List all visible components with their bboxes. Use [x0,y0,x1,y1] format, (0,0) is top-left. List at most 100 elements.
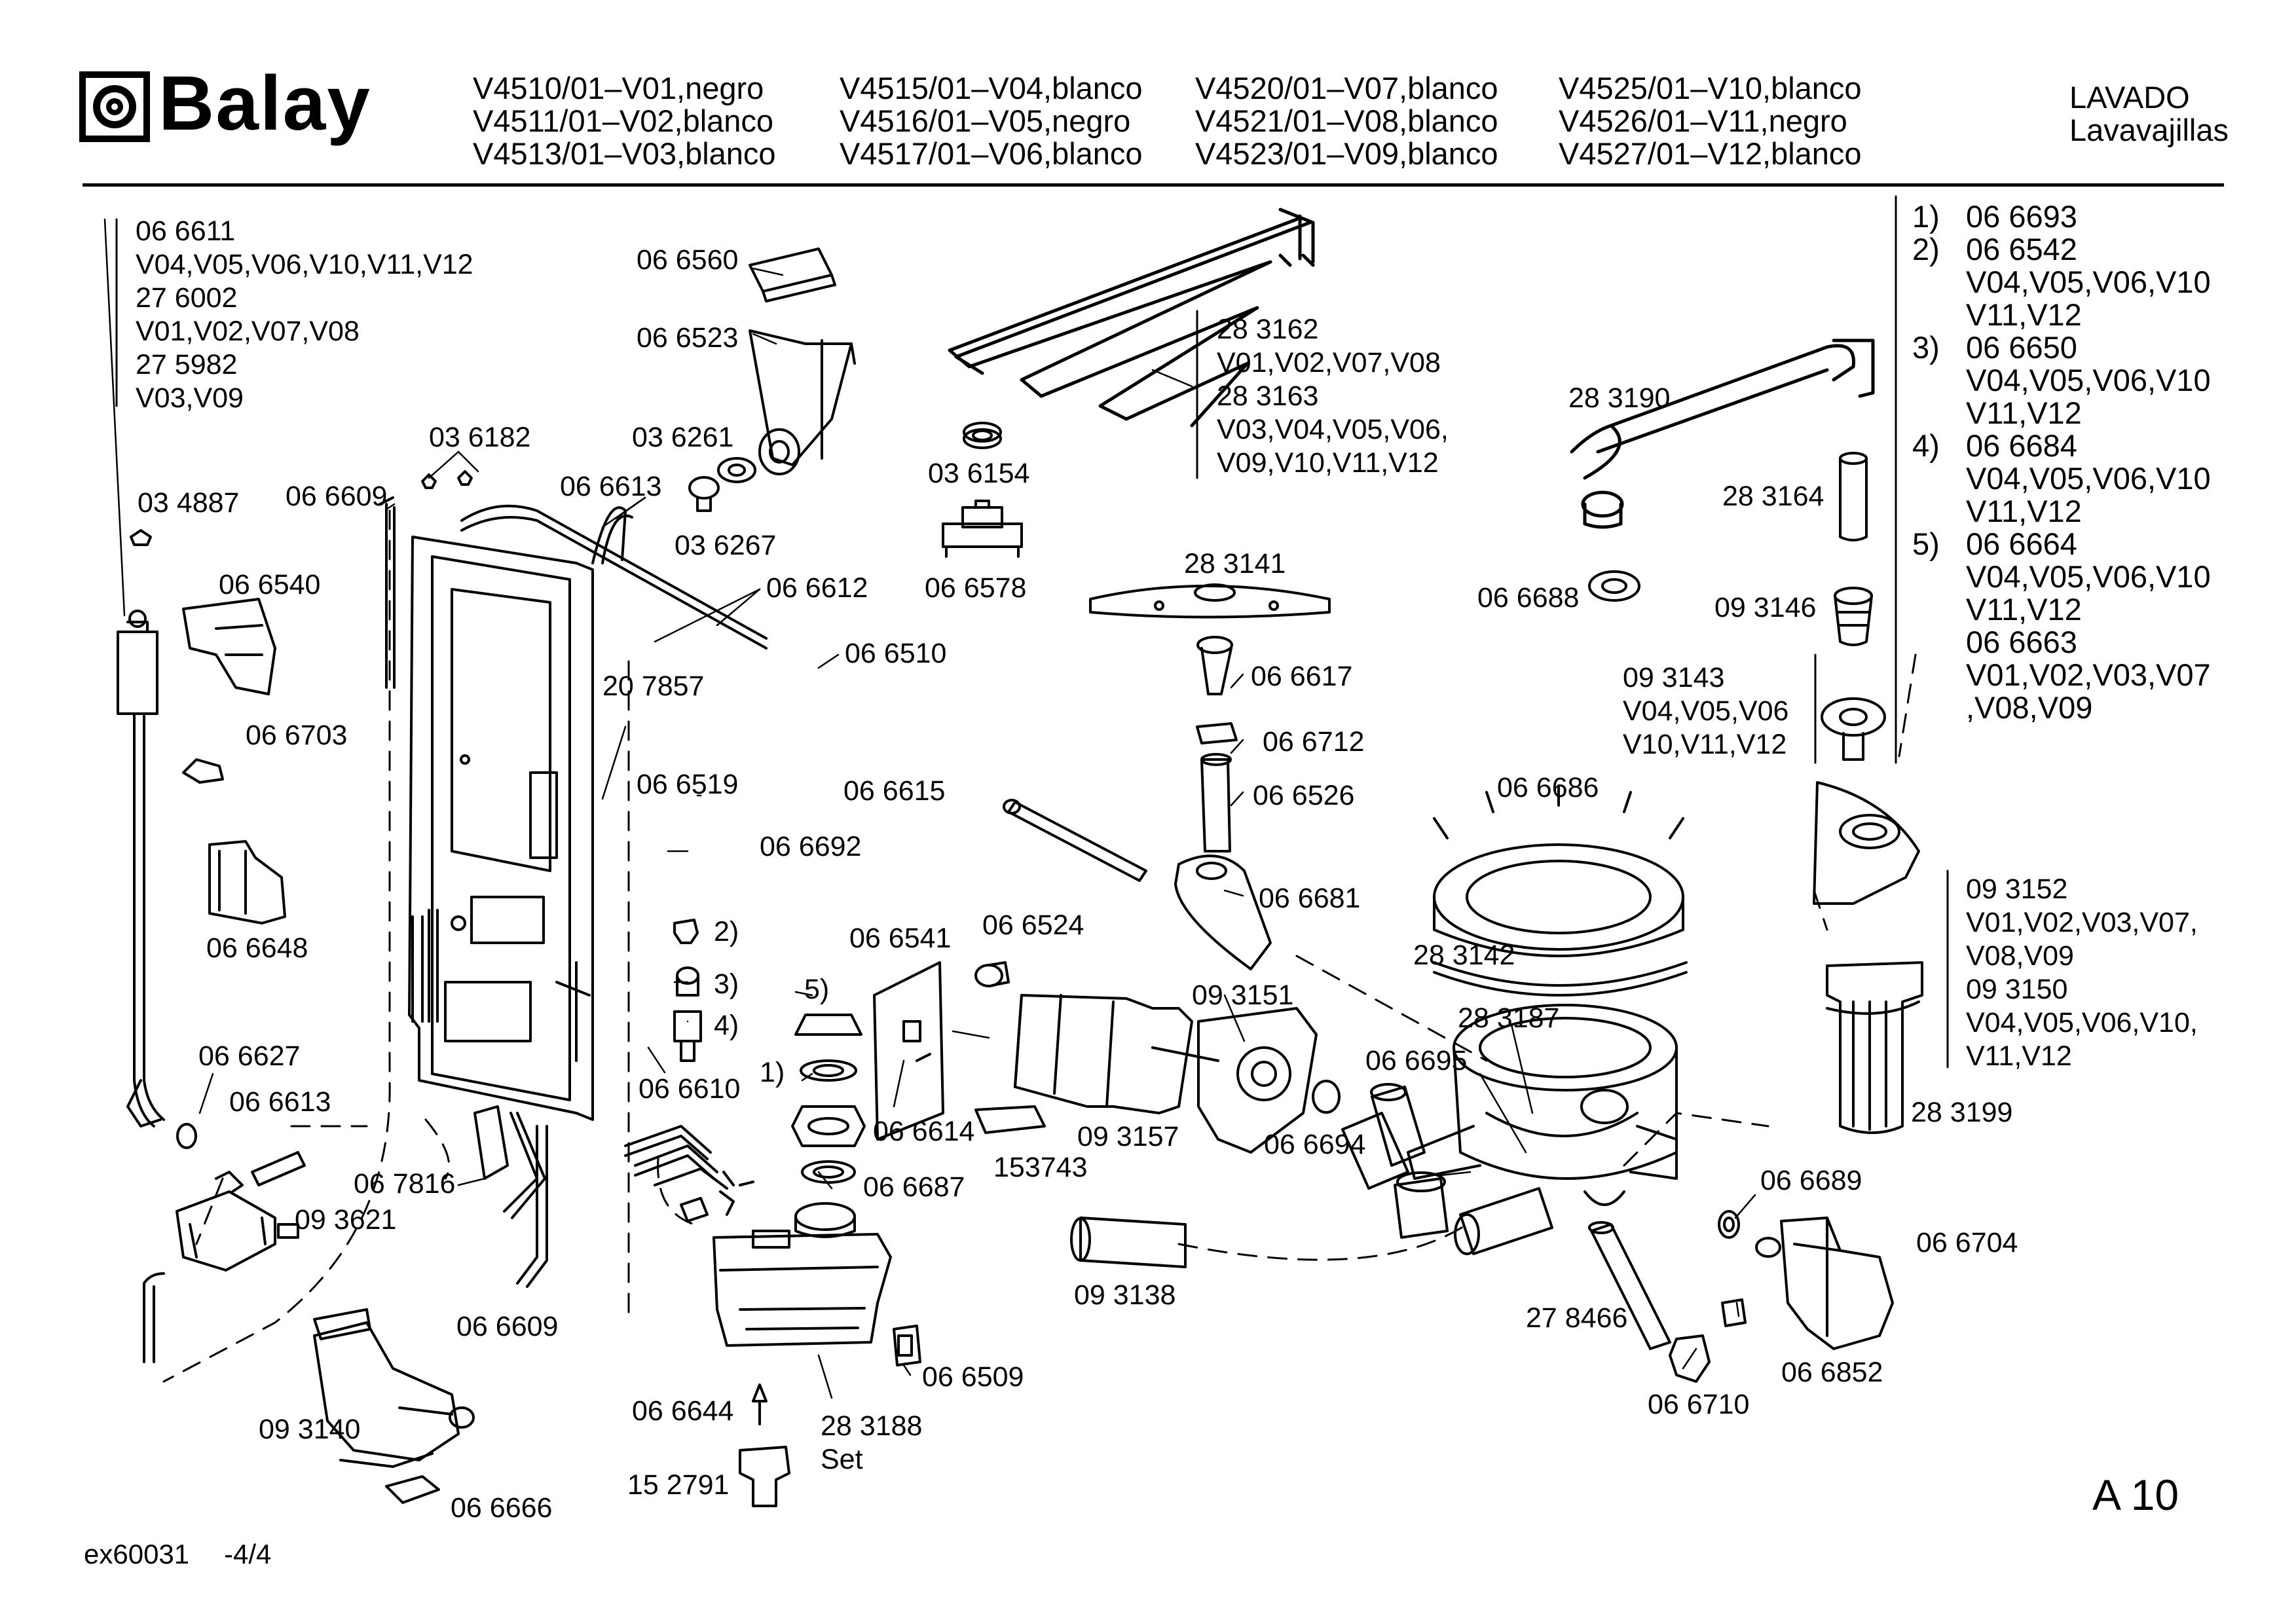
part-label-line: 06 6644 [632,1395,734,1427]
legend-text: V11,V12 [1966,592,2082,627]
part-label: 28 3142 [1413,940,1515,974]
part-label-line: 09 3621 [295,1204,397,1236]
filter-insert [1834,587,1873,646]
section-heading: LAVADO Lavavajillas [2069,81,2229,147]
drain-pump-right [1755,1217,1894,1350]
drain-hose [143,1272,165,1363]
part-label: 06 6710 [1648,1389,1749,1423]
model-entry: V4525/01–V10,blanco [1559,71,1862,105]
part-label-line: 28 3162 [1217,314,1319,345]
part-label-line: 06 6609 [456,1311,559,1342]
part-label-line: 03 6267 [675,530,777,561]
part-label-line: 06 6615 [843,775,946,807]
part-label-line: 06 6611 [136,215,236,247]
clip [182,758,224,784]
part-label-line: 28 3199 [1911,1097,2013,1128]
part-label-line: 06 6681 [1259,883,1361,914]
part-label: 06 6613 [229,1087,331,1120]
page-reference: A 10 [2092,1471,2179,1519]
part-label-line: 2) [714,916,739,947]
part-label-line: 06 6689 [1760,1165,1862,1196]
part-label: 06 6644 [632,1396,733,1429]
holder-block [208,840,286,925]
part-label: 03 4887 [138,488,239,521]
nozzle [1821,697,1886,761]
part-label-line: 09 3140 [259,1414,361,1445]
inlet-valve [176,1171,299,1272]
hose-segment [251,1151,306,1186]
dispenser-rod [1003,799,1147,882]
legend-number: 4) [1912,428,1940,463]
connector-block [942,500,1023,558]
drain-pump [313,1308,475,1468]
panel-guide-rails [411,909,439,1023]
flexible-hoses [473,1105,548,1288]
float-stack [791,1014,866,1184]
legend-text: V04,V05,V06,V10 [1966,363,2211,397]
assembly-dashes [162,509,1917,1383]
part-label: 06 6609 [456,1311,558,1345]
part-label: 03 6154 [928,458,1029,492]
curved-tubes [624,1125,754,1222]
part-label: 06 6524 [982,910,1084,943]
mounting-plate [873,961,944,1141]
part-label-line: V03,V04,V05,V06, [1217,414,1449,445]
part-label: 09 3140 [259,1414,360,1448]
filter-basket [1826,961,1923,1134]
part-label: 06 6689 [1760,1165,1862,1199]
leader-lines [103,218,1756,1399]
part-label: 06 7816 [354,1169,455,1202]
model-entry: V4516/01–V05,negro [840,103,1131,138]
balay-logo-icon [79,71,150,142]
part-label-line: V08,V09 [1966,940,2074,972]
part-label-line: 09 3152 [1966,873,2068,905]
part-label-line: 1) [760,1057,785,1088]
part-label-line: 28 3141 [1184,548,1286,579]
sump-housing [1407,1004,1678,1206]
part-label-line: 06 6578 [925,572,1027,604]
part-label: 28 3190 [1568,383,1670,416]
footer-page: -4/4 [224,1539,272,1569]
part-label: 06 6852 [1781,1357,1883,1391]
legend-text: 06 6663 [1966,625,2077,659]
part-label: 06 6694 [1264,1129,1365,1163]
level-switch [182,598,276,695]
part-label-line: 09 3146 [1714,592,1817,623]
label-brackets [115,195,1949,1069]
overflow-tube [117,610,197,1149]
bolt [974,961,1010,987]
part-label: 06 6526 [1253,780,1354,814]
part-label-line: 06 6519 [637,769,739,800]
part-label-line: 27 8466 [1526,1302,1628,1334]
pipe-tube [1839,452,1868,541]
part-label-line: 09 3150 [1966,974,2068,1005]
part-label-line: 3) [714,968,739,1000]
part-label-line: 06 6526 [1253,780,1355,811]
arrow-clip [752,1383,768,1425]
part-label-line: V04,V05,V06,V10,V11,V12 [136,249,473,280]
part-label-line: 28 3187 [1458,1002,1560,1034]
o-ring [1718,1210,1740,1239]
filter-pad [385,1475,440,1504]
check-valve [1721,1298,1747,1327]
part-label: 06 6687 [863,1172,965,1205]
model-entry: V4510/01–V01,negro [473,71,764,105]
part-label: 06 6712 [1263,727,1364,760]
part-label: 06 6703 [246,720,347,754]
part-label-line: 06 6852 [1781,1357,1883,1388]
part-label-line: 4) [714,1010,739,1041]
model-entry: V4523/01–V09,blanco [1195,136,1498,171]
heater-pump-assembly [713,1202,892,1347]
part-label: 153743 [993,1152,1088,1186]
legend-number: 1) [1912,199,1940,234]
part-label: 06 6610 [639,1074,740,1107]
part-label: 03 6267 [675,530,776,564]
part-label-line: 06 6509 [922,1361,1024,1393]
model-entry: V4521/01–V08,blanco [1195,103,1498,138]
washer [1588,570,1640,602]
part-label-line: 06 6712 [1263,726,1365,758]
part-label-line: 28 3190 [1568,382,1671,414]
pump-housing [1197,1007,1341,1154]
